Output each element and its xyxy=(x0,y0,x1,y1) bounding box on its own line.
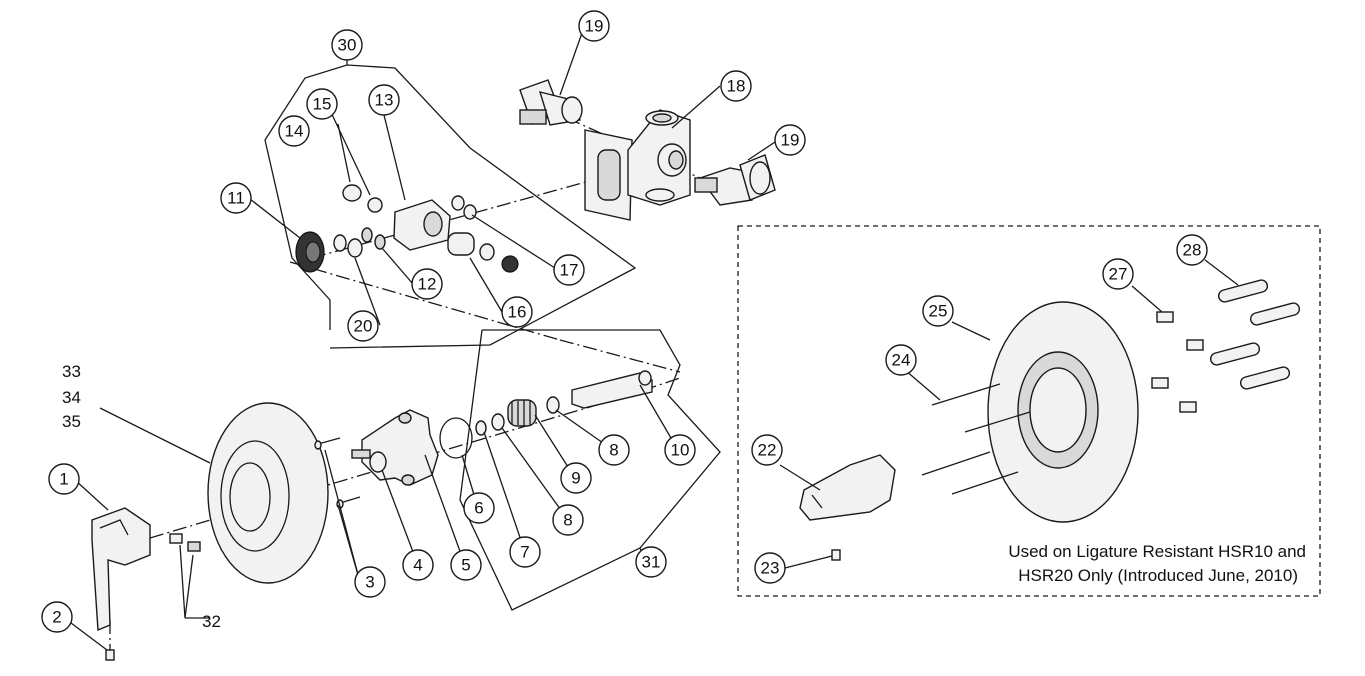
o-ring-6 xyxy=(439,417,473,459)
svg-text:28: 28 xyxy=(1183,241,1202,260)
svg-text:25: 25 xyxy=(929,302,948,321)
svg-text:22: 22 xyxy=(758,441,777,460)
callout-8-lower: 8 xyxy=(552,504,584,536)
callout-23: 23 xyxy=(754,552,786,584)
callout-31: 31 xyxy=(635,546,667,578)
callout-15: 15 xyxy=(306,88,338,120)
callout-5: 5 xyxy=(450,549,482,581)
svg-text:30: 30 xyxy=(338,36,357,55)
svg-text:17: 17 xyxy=(560,261,579,280)
callout-1: 1 xyxy=(48,463,80,495)
callout-11: 11 xyxy=(220,182,252,214)
cartridge-4-5 xyxy=(351,409,439,486)
svg-text:19: 19 xyxy=(781,131,800,150)
group-bracket-31 xyxy=(459,329,721,611)
svg-text:14: 14 xyxy=(285,122,304,141)
fitting-19-lower xyxy=(694,154,776,206)
callout-2: 2 xyxy=(41,601,73,633)
callout-27: 27 xyxy=(1102,258,1134,290)
callout-19-lower: 19 xyxy=(774,124,806,156)
callout-7: 7 xyxy=(509,536,541,568)
callout-19-upper: 19 xyxy=(578,10,610,42)
svg-text:8: 8 xyxy=(563,511,572,530)
svg-text:13: 13 xyxy=(375,91,394,110)
inset-note-line-2: HSR20 Only (Introduced June, 2010) xyxy=(1018,566,1298,585)
screws-27 xyxy=(1151,311,1204,413)
trim-plate-33-35 xyxy=(207,402,329,584)
valve-body-18 xyxy=(584,109,691,221)
handle-1 xyxy=(91,507,151,632)
spring-9 xyxy=(507,399,537,427)
trim-plate-25 xyxy=(987,301,1139,523)
washer-7 xyxy=(475,420,487,436)
callout-22: 22 xyxy=(751,434,783,466)
svg-text:9: 9 xyxy=(571,469,580,488)
callout-13: 13 xyxy=(368,84,400,116)
callout-3: 3 xyxy=(354,566,386,598)
svg-text:24: 24 xyxy=(892,351,911,370)
cartridge-parts xyxy=(295,184,519,273)
callout-8-upper: 8 xyxy=(598,434,630,466)
fitting-19-upper xyxy=(519,79,583,126)
svg-text:11: 11 xyxy=(227,189,245,208)
label-35: 35 xyxy=(62,412,81,431)
callout-18: 18 xyxy=(720,70,752,102)
set-screw-23 xyxy=(831,549,841,561)
pins-28 xyxy=(1209,279,1301,390)
callout-17: 17 xyxy=(553,254,585,286)
svg-text:7: 7 xyxy=(520,543,529,562)
bolts-24 xyxy=(921,383,1031,495)
leader-lines xyxy=(66,32,1239,651)
label-34: 34 xyxy=(62,388,81,407)
callout-10: 10 xyxy=(664,434,696,466)
callout-28: 28 xyxy=(1176,234,1208,266)
callout-30: 30 xyxy=(331,29,363,61)
callout-9: 9 xyxy=(560,462,592,494)
svg-text:18: 18 xyxy=(727,77,746,96)
svg-text:3: 3 xyxy=(365,573,374,592)
callout-20: 20 xyxy=(347,310,379,342)
callout-12: 12 xyxy=(411,268,443,300)
screws-3 xyxy=(314,437,361,509)
label-33: 33 xyxy=(62,362,81,381)
set-screw-2 xyxy=(105,649,115,661)
inset-box xyxy=(737,225,1321,597)
callout-16: 16 xyxy=(501,296,533,328)
inset-note-line-1: Used on Ligature Resistant HSR10 and xyxy=(1008,542,1306,561)
svg-text:10: 10 xyxy=(671,441,690,460)
svg-text:19: 19 xyxy=(585,17,604,36)
svg-text:15: 15 xyxy=(313,95,332,114)
callout-14: 14 xyxy=(278,115,310,147)
callout-25: 25 xyxy=(922,295,954,327)
svg-text:5: 5 xyxy=(461,556,470,575)
svg-text:20: 20 xyxy=(354,317,373,336)
stem-10 xyxy=(571,370,653,409)
callout-24: 24 xyxy=(885,344,917,376)
callout-6: 6 xyxy=(463,492,495,524)
svg-text:8: 8 xyxy=(609,441,618,460)
svg-text:1: 1 xyxy=(59,470,68,489)
svg-text:4: 4 xyxy=(413,556,422,575)
washers-8 xyxy=(491,396,560,431)
svg-text:12: 12 xyxy=(418,275,437,294)
svg-text:16: 16 xyxy=(508,303,527,322)
svg-text:2: 2 xyxy=(52,608,61,627)
svg-text:27: 27 xyxy=(1109,265,1128,284)
svg-text:6: 6 xyxy=(474,499,483,518)
label-32: 32 xyxy=(202,612,221,631)
svg-text:31: 31 xyxy=(642,553,661,572)
callout-4: 4 xyxy=(402,549,434,581)
svg-text:23: 23 xyxy=(761,559,780,578)
knob-22 xyxy=(799,454,896,521)
screws-32 xyxy=(169,533,201,552)
